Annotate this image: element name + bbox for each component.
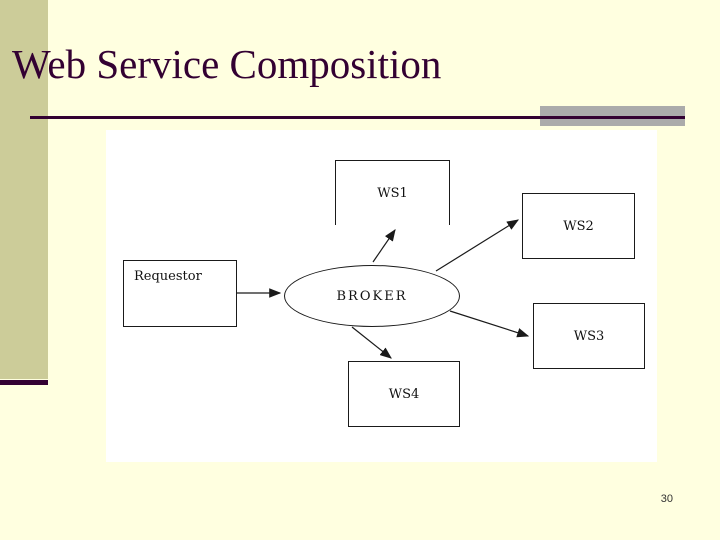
edge-broker-ws4: [351, 326, 392, 359]
node-ws1-label: WS1: [377, 185, 408, 201]
node-ws1: WS1: [335, 160, 450, 225]
node-ws2: WS2: [522, 193, 635, 259]
sidebar-stripe: [0, 0, 48, 379]
page-title: Web Service Composition: [12, 41, 442, 87]
edge-broker-ws2: [435, 219, 520, 272]
sidebar-accent-bar: [0, 380, 48, 385]
title-underline: [30, 116, 685, 119]
node-requestor: Requestor: [123, 260, 237, 327]
page-number: 30: [660, 493, 673, 505]
edge-broker-ws3: [449, 310, 530, 338]
node-broker-label: BROKER: [336, 288, 408, 304]
node-requestor-label: Requestor: [134, 269, 202, 284]
node-ws4: WS4: [348, 361, 460, 427]
connector-arrows: [237, 219, 530, 359]
edge-broker-ws1: [372, 229, 396, 263]
node-broker: BROKER: [284, 265, 460, 327]
node-ws2-label: WS2: [563, 218, 594, 234]
diagram-panel: WS1 WS2 Requestor BROKER WS3 WS4: [106, 130, 657, 462]
node-ws3: WS3: [533, 303, 645, 369]
node-ws3-label: WS3: [573, 328, 605, 344]
node-ws4-label: WS4: [388, 386, 420, 402]
